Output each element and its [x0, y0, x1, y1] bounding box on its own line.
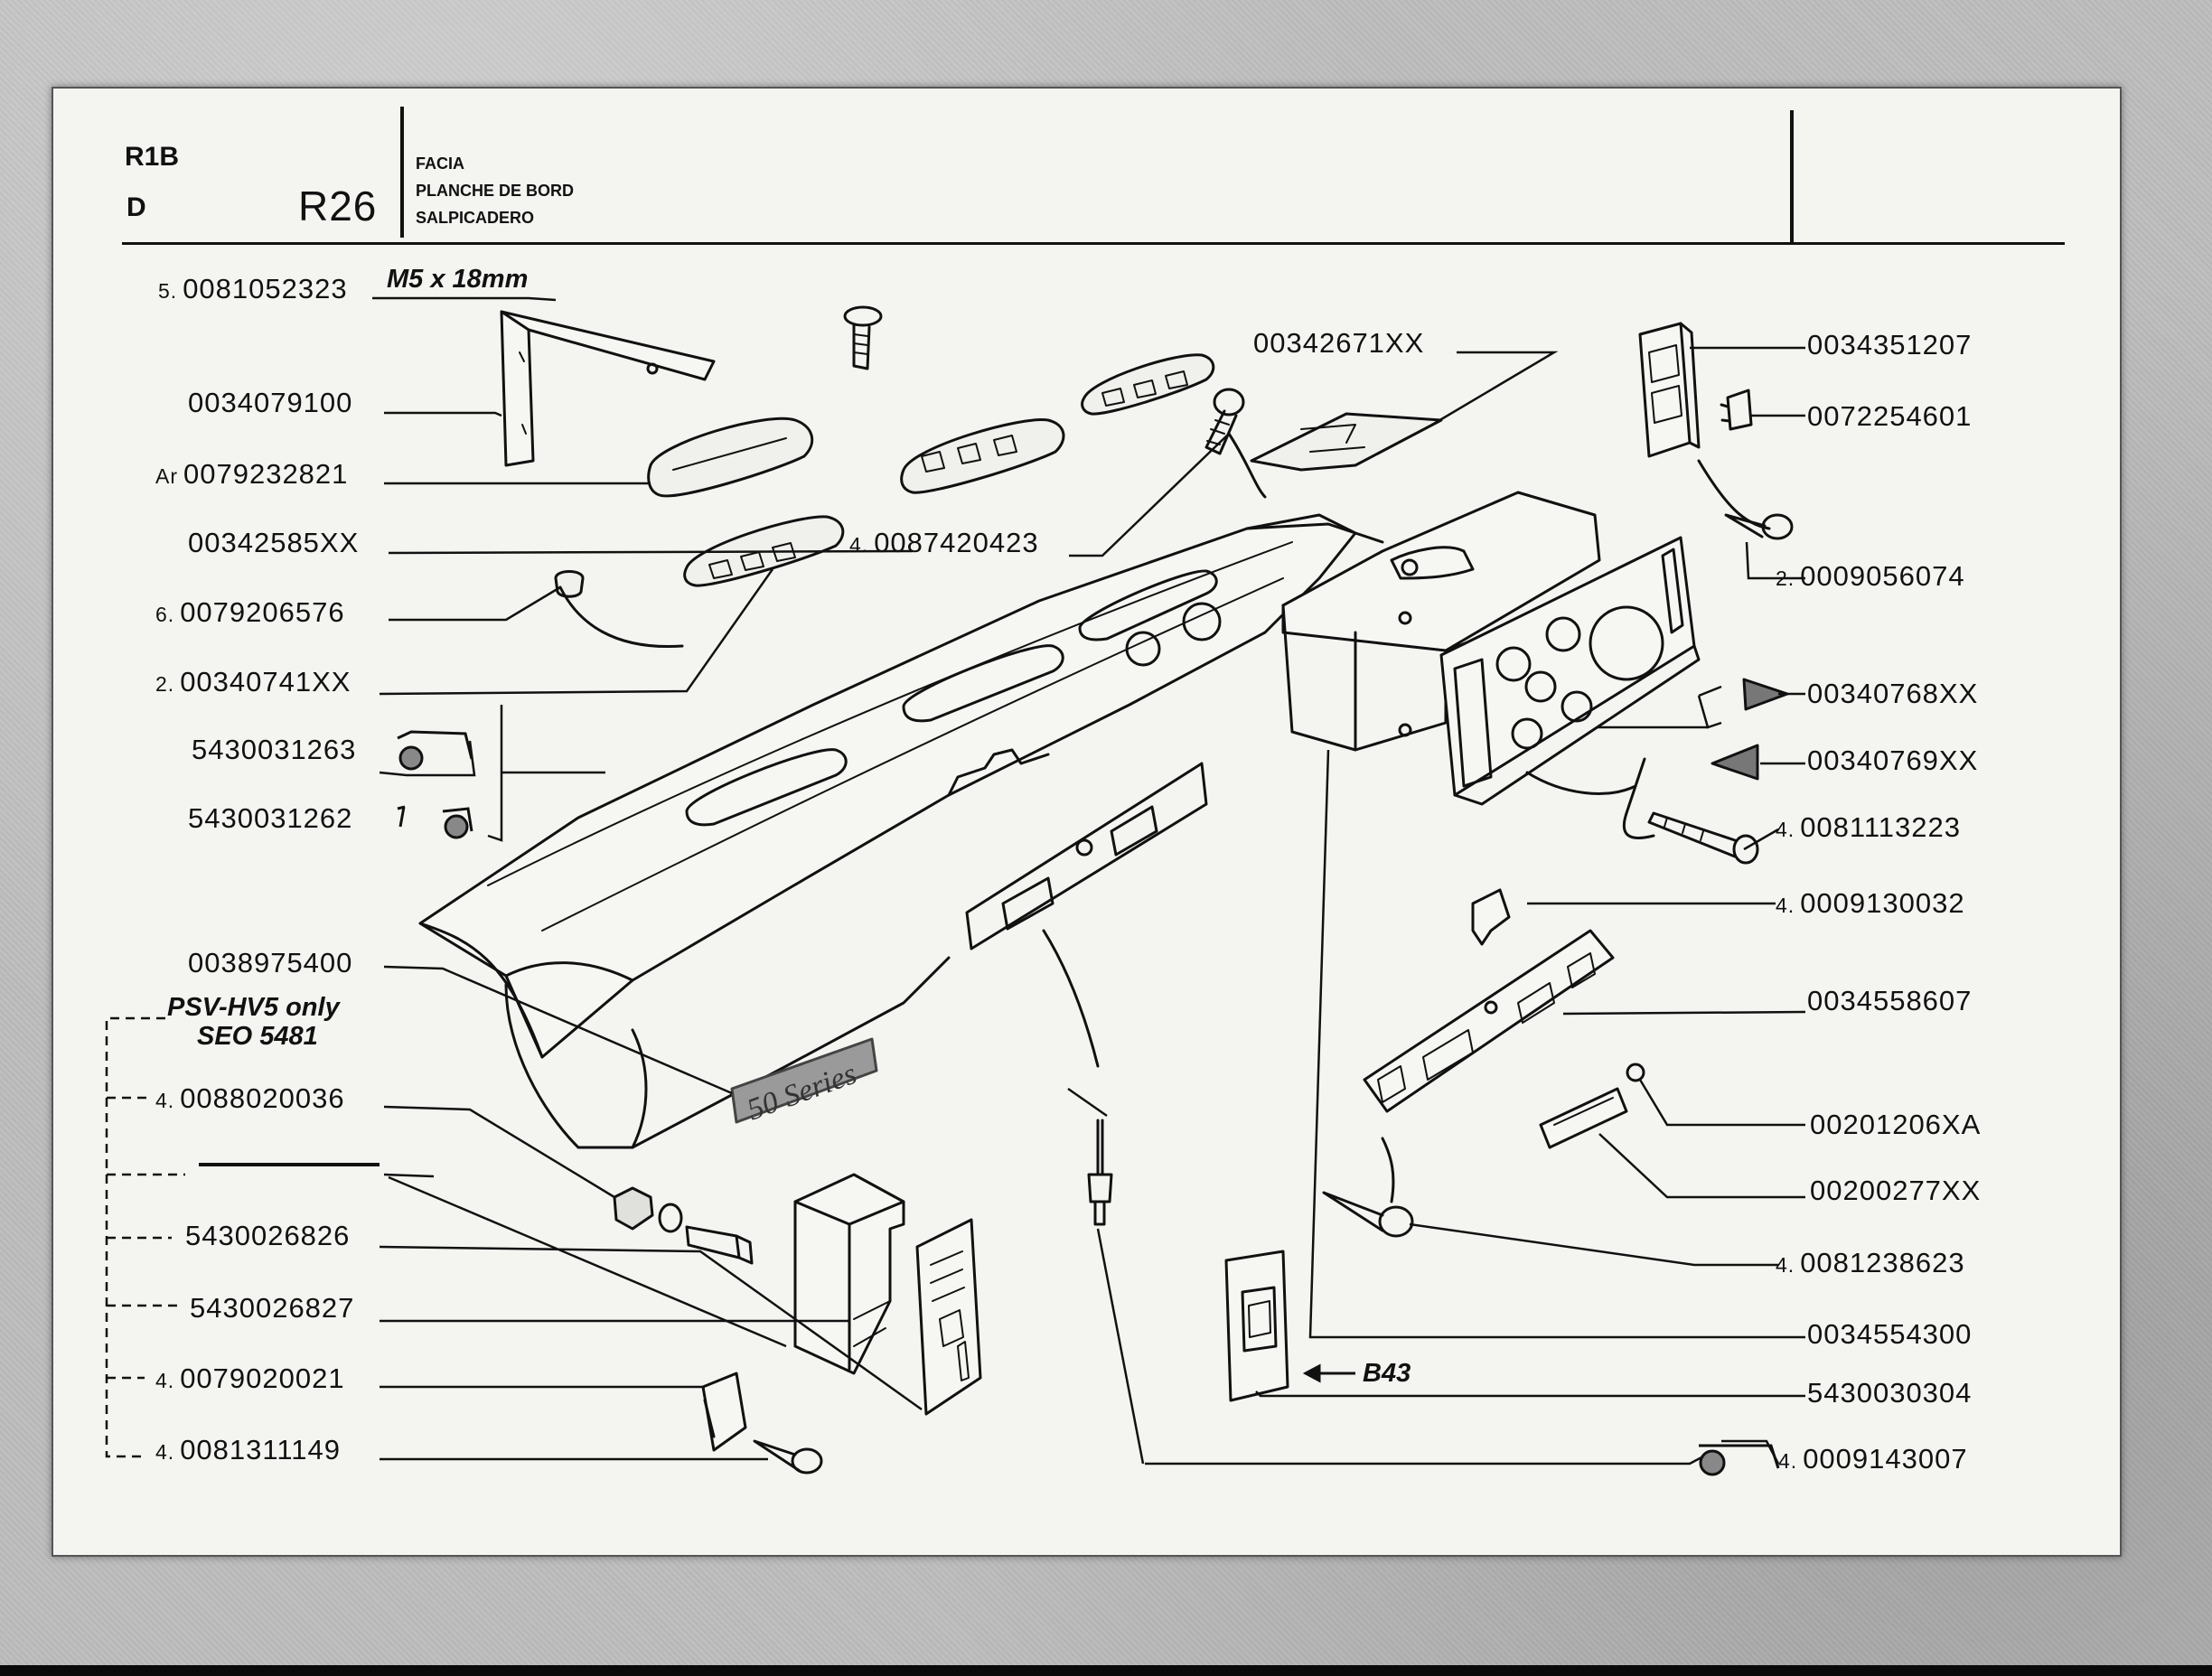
variant-note-line1: PSV-HV5 only: [167, 993, 340, 1022]
instrument-front-panel: [1439, 536, 1701, 806]
model-code: R1B: [125, 142, 180, 172]
part-label-left-3: 00342585XX: [188, 527, 360, 558]
title-english: FACIA: [416, 154, 464, 173]
m5-screw: [843, 305, 883, 370]
part-label-center-0: 00342671XX: [1253, 327, 1425, 359]
series-badge: [730, 1037, 878, 1124]
part-label-left-1: 0034079100: [188, 387, 353, 418]
lower-bracket: [793, 1173, 905, 1375]
header-divider-right: [1790, 110, 1794, 242]
part-label-right-4: 00340769XX: [1807, 744, 1979, 776]
part-label-left-7: 5430031262: [188, 802, 353, 834]
upper-bracket: [500, 310, 716, 467]
part-label-right-8: 00201206XA: [1810, 1109, 1982, 1140]
part-label-right-1: 0072254601: [1807, 400, 1973, 432]
blank-part-line: [199, 1163, 380, 1166]
plug-circles: [398, 745, 1726, 1476]
part-label-left-12: 4.0079020021: [155, 1362, 345, 1394]
part-label-left-11: 5430026827: [190, 1292, 355, 1324]
part-label-left-5: 2.00340741XX: [155, 666, 351, 698]
switch-blank: [1539, 1063, 1645, 1149]
switch-bezel: [1363, 929, 1615, 1113]
part-label-right-0: 0034351207: [1807, 329, 1973, 360]
part-label-right-9: 00200277XX: [1810, 1175, 1982, 1206]
switch-mounting-plate: [915, 1218, 982, 1416]
reference-b43: B43: [1363, 1359, 1411, 1388]
part-label-left-6: 5430031263: [192, 734, 357, 765]
part-label-left-13: 4.0081311149: [155, 1434, 341, 1465]
top-cover-plate: [1250, 412, 1443, 472]
side-switch: [1638, 322, 1701, 458]
part-label-left-9: 4.0088020036: [155, 1082, 345, 1114]
lower-self-tap-screw: [1322, 1191, 1414, 1238]
part-label-right-12: 5430030304: [1807, 1377, 1973, 1409]
parts-sheet: [52, 87, 2122, 1557]
assembly-arrows: [558, 432, 1771, 1203]
page-code: R26: [298, 183, 378, 229]
bottom-screw: [753, 1439, 823, 1475]
part-label-right-13: 4.0009143007: [1778, 1443, 1968, 1475]
header-rule: [122, 242, 2065, 245]
title-french: PLANCHE DE BORD: [416, 182, 575, 200]
dashboard-vents: [685, 569, 1222, 827]
nut-washer-bolt: [613, 1186, 754, 1265]
part-label-right-10: 4.0081238623: [1776, 1247, 1965, 1278]
rocker-switch-plate: [1224, 1250, 1289, 1402]
part-label-left-4: 6.0079206576: [155, 596, 345, 628]
variant-note-line2: SEO 5481: [197, 1022, 318, 1051]
part-label-center-1: 4.0087420423: [849, 527, 1039, 558]
alternate-brackets: [397, 730, 1780, 1469]
grommets: [554, 570, 585, 598]
part-label-right-2: 2.0009056074: [1776, 560, 1965, 592]
small-bracket-clip: [701, 1372, 747, 1452]
dashboard-body: [418, 513, 1384, 1149]
center-screw: [1204, 388, 1245, 455]
colour-markers: [1711, 678, 1789, 781]
part-label-left-0: 5.0081052323: [158, 273, 348, 304]
header-divider-left: [400, 107, 404, 238]
screw-spec-note: M5 x 18mm: [387, 265, 529, 294]
part-label-right-7: 0034558607: [1807, 985, 1973, 1016]
part-label-left-10: 5430026826: [185, 1220, 351, 1251]
variant-dashed-lines: [105, 1016, 185, 1458]
b43-arrow: [1302, 1363, 1355, 1383]
rivet: [1087, 1119, 1113, 1226]
part-label-right-11: 0034554300: [1807, 1318, 1973, 1350]
language-code: D: [127, 192, 146, 222]
leader-lines: [372, 296, 1806, 1465]
lower-switch-panel: [965, 762, 1208, 950]
part-label-right-5: 4.0081113223: [1776, 811, 1961, 843]
bottom-border: [0, 1665, 2212, 1676]
spring-clip: [1471, 888, 1511, 946]
part-label-right-3: 00340768XX: [1807, 678, 1979, 709]
part-label-left-8: 0038975400: [188, 947, 353, 978]
small-clip: [1720, 389, 1753, 431]
part-label-right-6: 4.0009130032: [1776, 887, 1965, 919]
title-spanish: SALPICADERO: [416, 209, 535, 227]
long-screw: [1647, 811, 1759, 865]
